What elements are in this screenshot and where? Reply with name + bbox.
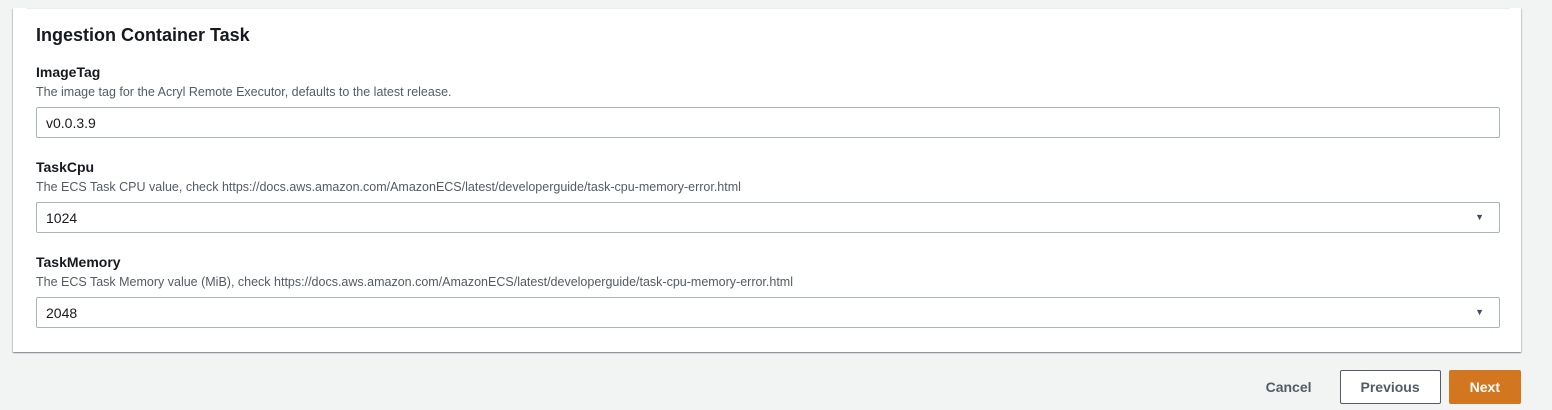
taskcpu-label: TaskCpu bbox=[36, 159, 95, 175]
imagetag-input[interactable] bbox=[36, 107, 1500, 138]
taskcpu-selected-value: 1024 bbox=[46, 209, 78, 226]
taskmemory-select[interactable]: 2048 ▼ bbox=[36, 297, 1500, 328]
imagetag-label: ImageTag bbox=[36, 64, 101, 80]
wizard-footer: Cancel Previous Next bbox=[0, 370, 1521, 404]
cancel-button[interactable]: Cancel bbox=[1265, 379, 1312, 395]
section-title: Ingestion Container Task bbox=[36, 25, 250, 45]
previous-button[interactable]: Previous bbox=[1339, 370, 1441, 404]
caret-down-icon: ▼ bbox=[1475, 307, 1484, 317]
taskmemory-description: The ECS Task Memory value (MiB), check h… bbox=[36, 275, 793, 289]
taskmemory-selected-value: 2048 bbox=[46, 304, 78, 321]
taskcpu-select[interactable]: 1024 ▼ bbox=[36, 202, 1500, 233]
taskcpu-description: The ECS Task CPU value, check https://do… bbox=[36, 180, 741, 194]
caret-down-icon: ▼ bbox=[1475, 212, 1484, 222]
next-button[interactable]: Next bbox=[1448, 370, 1521, 404]
field-taskcpu: TaskCpu The ECS Task CPU value, check ht… bbox=[36, 159, 1500, 233]
section-divider bbox=[27, 8, 1510, 9]
taskmemory-label: TaskMemory bbox=[36, 254, 121, 270]
form-card: Ingestion Container Task ImageTag The im… bbox=[13, 8, 1521, 352]
field-imagetag: ImageTag The image tag for the Acryl Rem… bbox=[36, 64, 1500, 138]
imagetag-description: The image tag for the Acryl Remote Execu… bbox=[36, 85, 452, 99]
field-taskmemory: TaskMemory The ECS Task Memory value (Mi… bbox=[36, 254, 1500, 328]
